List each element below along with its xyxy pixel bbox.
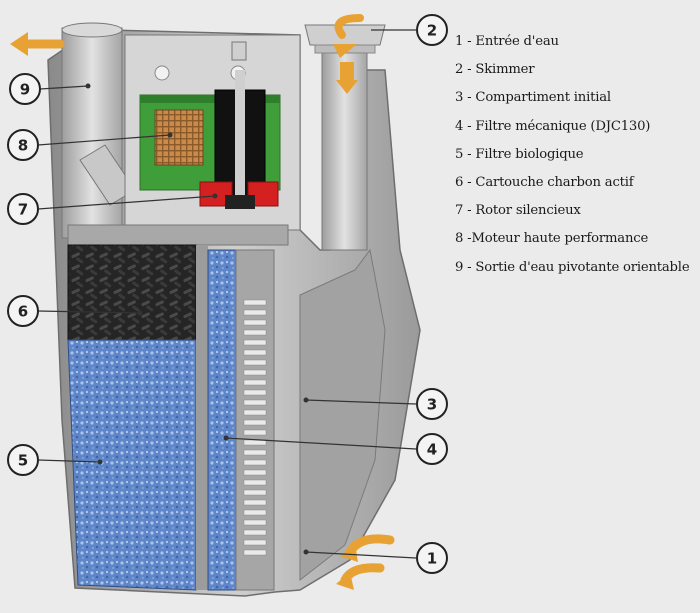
legend: 1 - Entrée d'eau 2 - Skimmer 3 - Compart… [455,28,700,282]
leader-line-7 [37,195,216,210]
callout-5: 5 [7,444,39,476]
leader-line-1 [305,551,417,559]
flow-arrow-skimmer [333,14,364,94]
intake-slot [243,509,267,516]
leader-line-4 [225,437,417,450]
intake-slot [243,539,267,546]
legend-item-2: 2 - Skimmer [455,62,535,78]
flow-arrow-out [10,32,65,56]
mechanical-grid [154,109,204,166]
legend-item-5: 5 - Filtre biologique [455,146,584,162]
legend-item-6: 6 - Cartouche charbon actif [455,174,634,190]
outlet-pipe-top [61,22,123,38]
intake-slot [243,549,267,556]
legend-item-8: 8 -Moteur haute performance [455,231,649,247]
callout-number: 1 [427,550,437,568]
callout-number: 6 [18,303,28,321]
divider-shelf [67,224,289,246]
leader-dots [85,83,309,555]
intake-slot [243,309,267,316]
legend-item-7: 7 - Rotor silencieux [455,203,581,219]
carbon-cartridge [67,244,197,341]
motor-connector [231,41,247,61]
intake-slot [243,299,267,306]
rotor-base [225,195,255,209]
leader-lines [37,29,417,559]
biological-filter [67,339,197,591]
callout-6: 6 [7,295,39,327]
intake-slot [243,329,267,336]
flow-arrow-in [336,534,395,590]
callout-4: 4 [416,433,448,465]
separator-wall [196,245,208,590]
leader-line-6 [37,310,141,314]
intake-slot [243,409,267,416]
callout-3: 3 [416,388,448,420]
intake-slot [243,349,267,356]
intake-slot [243,519,267,526]
callout-number: 3 [427,396,437,414]
callout-number: 8 [18,137,28,155]
motor-shaft [235,70,245,200]
intake-slots [243,299,267,556]
callout-number: 5 [18,452,28,470]
initial-compartment [299,248,386,582]
intake-slot [243,369,267,376]
intake-slot [243,469,267,476]
callout-2: 2 [416,14,448,46]
legend-item-1: 1 - Entrée d'eau [455,34,559,49]
intake-slot [243,439,267,446]
intake-slot [243,459,267,466]
intake-slot [243,489,267,496]
legend-item-9: 9 - Sortie d'eau pivotante orientable [455,259,690,275]
callout-badges: 1 2 3 4 5 6 7 8 [7,14,448,574]
leader-line-3 [305,399,417,405]
intake-slot [243,359,267,366]
callout-8: 8 [7,129,39,161]
legend-item-4: 4 - Filtre mécanique (DJC130) [455,118,651,134]
motor-board-shade [140,95,280,103]
intake-slot [243,499,267,506]
intake-slot [243,389,267,396]
callout-9: 9 [9,73,41,105]
callout-7: 7 [7,193,39,225]
intake-slot [243,529,267,536]
leader-line-5 [37,459,101,463]
callout-1: 1 [416,542,448,574]
callout-number: 4 [427,441,437,459]
intake-slot [243,399,267,406]
callout-number: 7 [18,201,28,219]
mechanical-filter [207,249,237,591]
intake-slot [243,339,267,346]
intake-slot [243,479,267,486]
leader-line-8 [37,134,171,146]
intake-slot [243,319,267,326]
leader-line-9 [39,85,89,90]
intake-slot [243,379,267,386]
intake-slot [243,419,267,426]
legend-item-3: 3 - Compartiment initial [455,90,611,106]
callout-number: 2 [427,22,437,40]
intake-slot [243,449,267,456]
motor-screw [154,65,170,81]
callout-number: 9 [20,81,30,99]
intake-slot [243,429,267,436]
